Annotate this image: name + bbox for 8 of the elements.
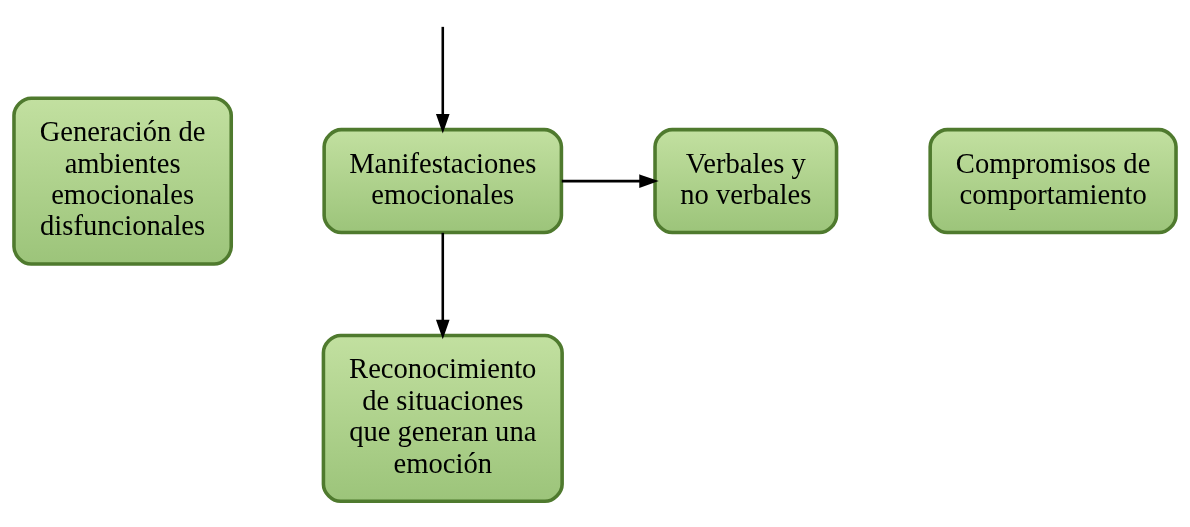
node-box: Generación de ambientes emocionales disfuncionales [12,96,234,266]
node-box: Compromisos de comportamiento [928,127,1178,235]
node-box: Manifestaciones emocionales [322,127,564,235]
arrow [435,232,450,340]
node-box: Reconocimiento de situaciones que generan una emoción [321,333,564,504]
arrow [435,26,450,134]
node-box: Verbales y no verbales [653,127,839,235]
arrow [561,174,659,188]
